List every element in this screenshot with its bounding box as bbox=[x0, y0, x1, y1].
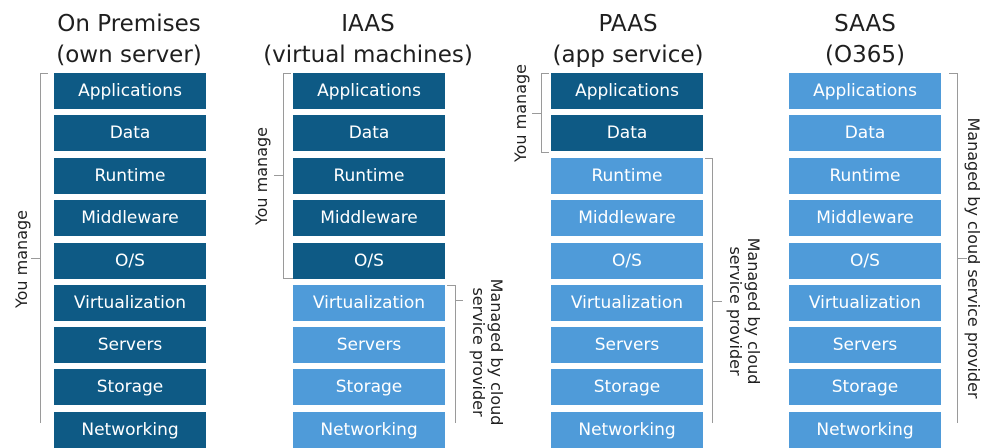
provider-label-line-1: Managed by cloud bbox=[744, 237, 763, 385]
layer-data: Data bbox=[551, 115, 703, 151]
title-line-2: (app service) bbox=[552, 42, 704, 68]
provider-label: Managed by cloud service provider bbox=[726, 236, 763, 386]
column-title-on-premises: On Premises (own server) bbox=[9, 9, 249, 71]
layer-runtime: Runtime bbox=[293, 158, 445, 194]
layer-applications: Applications bbox=[551, 73, 703, 109]
column-title-paas: PAAS (app service) bbox=[508, 9, 748, 71]
title-line-1: On Premises bbox=[57, 11, 201, 37]
you-manage-label: You manage bbox=[12, 210, 31, 308]
layer-os: O/S bbox=[551, 243, 703, 279]
layer-networking: Networking bbox=[293, 412, 445, 448]
layer-storage: Storage bbox=[551, 369, 703, 405]
layer-networking: Networking bbox=[789, 412, 941, 448]
column-title-saas: SAAS (O365) bbox=[745, 9, 985, 71]
layer-runtime: Runtime bbox=[551, 158, 703, 194]
layer-servers: Servers bbox=[54, 327, 206, 363]
layer-data: Data bbox=[54, 115, 206, 151]
title-line-2: (own server) bbox=[56, 42, 202, 68]
provider-label-line-1: Managed by cloud bbox=[487, 278, 506, 426]
you-manage-label: You manage bbox=[511, 64, 530, 162]
layer-os: O/S bbox=[789, 243, 941, 279]
layer-networking: Networking bbox=[54, 412, 206, 448]
you-manage-label: You manage bbox=[252, 127, 271, 225]
layer-middleware: Middleware bbox=[551, 200, 703, 236]
title-line-2: (O365) bbox=[825, 42, 905, 68]
layer-virtualization: Virtualization bbox=[789, 285, 941, 321]
layer-data: Data bbox=[293, 115, 445, 151]
layer-virtualization: Virtualization bbox=[293, 285, 445, 321]
layer-storage: Storage bbox=[789, 369, 941, 405]
column-title-iaas: IAAS (virtual machines) bbox=[248, 9, 488, 71]
layer-servers: Servers bbox=[293, 327, 445, 363]
layer-storage: Storage bbox=[293, 369, 445, 405]
layer-middleware: Middleware bbox=[54, 200, 206, 236]
layer-servers: Servers bbox=[789, 327, 941, 363]
provider-label-line-2: service provider bbox=[469, 287, 488, 417]
layer-virtualization: Virtualization bbox=[54, 285, 206, 321]
layer-applications: Applications bbox=[54, 73, 206, 109]
layer-os: O/S bbox=[54, 243, 206, 279]
layer-networking: Networking bbox=[551, 412, 703, 448]
provider-label: Managed by cloud service provider bbox=[469, 277, 506, 427]
layer-data: Data bbox=[789, 115, 941, 151]
layer-middleware: Middleware bbox=[789, 200, 941, 236]
provider-label-line-2: service provider bbox=[726, 246, 745, 376]
title-line-1: PAAS bbox=[598, 11, 658, 37]
provider-label: Managed by cloud service provider bbox=[964, 117, 983, 399]
title-line-1: IAAS bbox=[341, 11, 395, 37]
title-line-1: SAAS bbox=[834, 11, 896, 37]
layer-applications: Applications bbox=[293, 73, 445, 109]
layer-runtime: Runtime bbox=[54, 158, 206, 194]
layer-servers: Servers bbox=[551, 327, 703, 363]
layer-middleware: Middleware bbox=[293, 200, 445, 236]
title-line-2: (virtual machines) bbox=[263, 42, 473, 68]
layer-runtime: Runtime bbox=[789, 158, 941, 194]
layer-storage: Storage bbox=[54, 369, 206, 405]
layer-virtualization: Virtualization bbox=[551, 285, 703, 321]
layer-os: O/S bbox=[293, 243, 445, 279]
layer-applications: Applications bbox=[789, 73, 941, 109]
